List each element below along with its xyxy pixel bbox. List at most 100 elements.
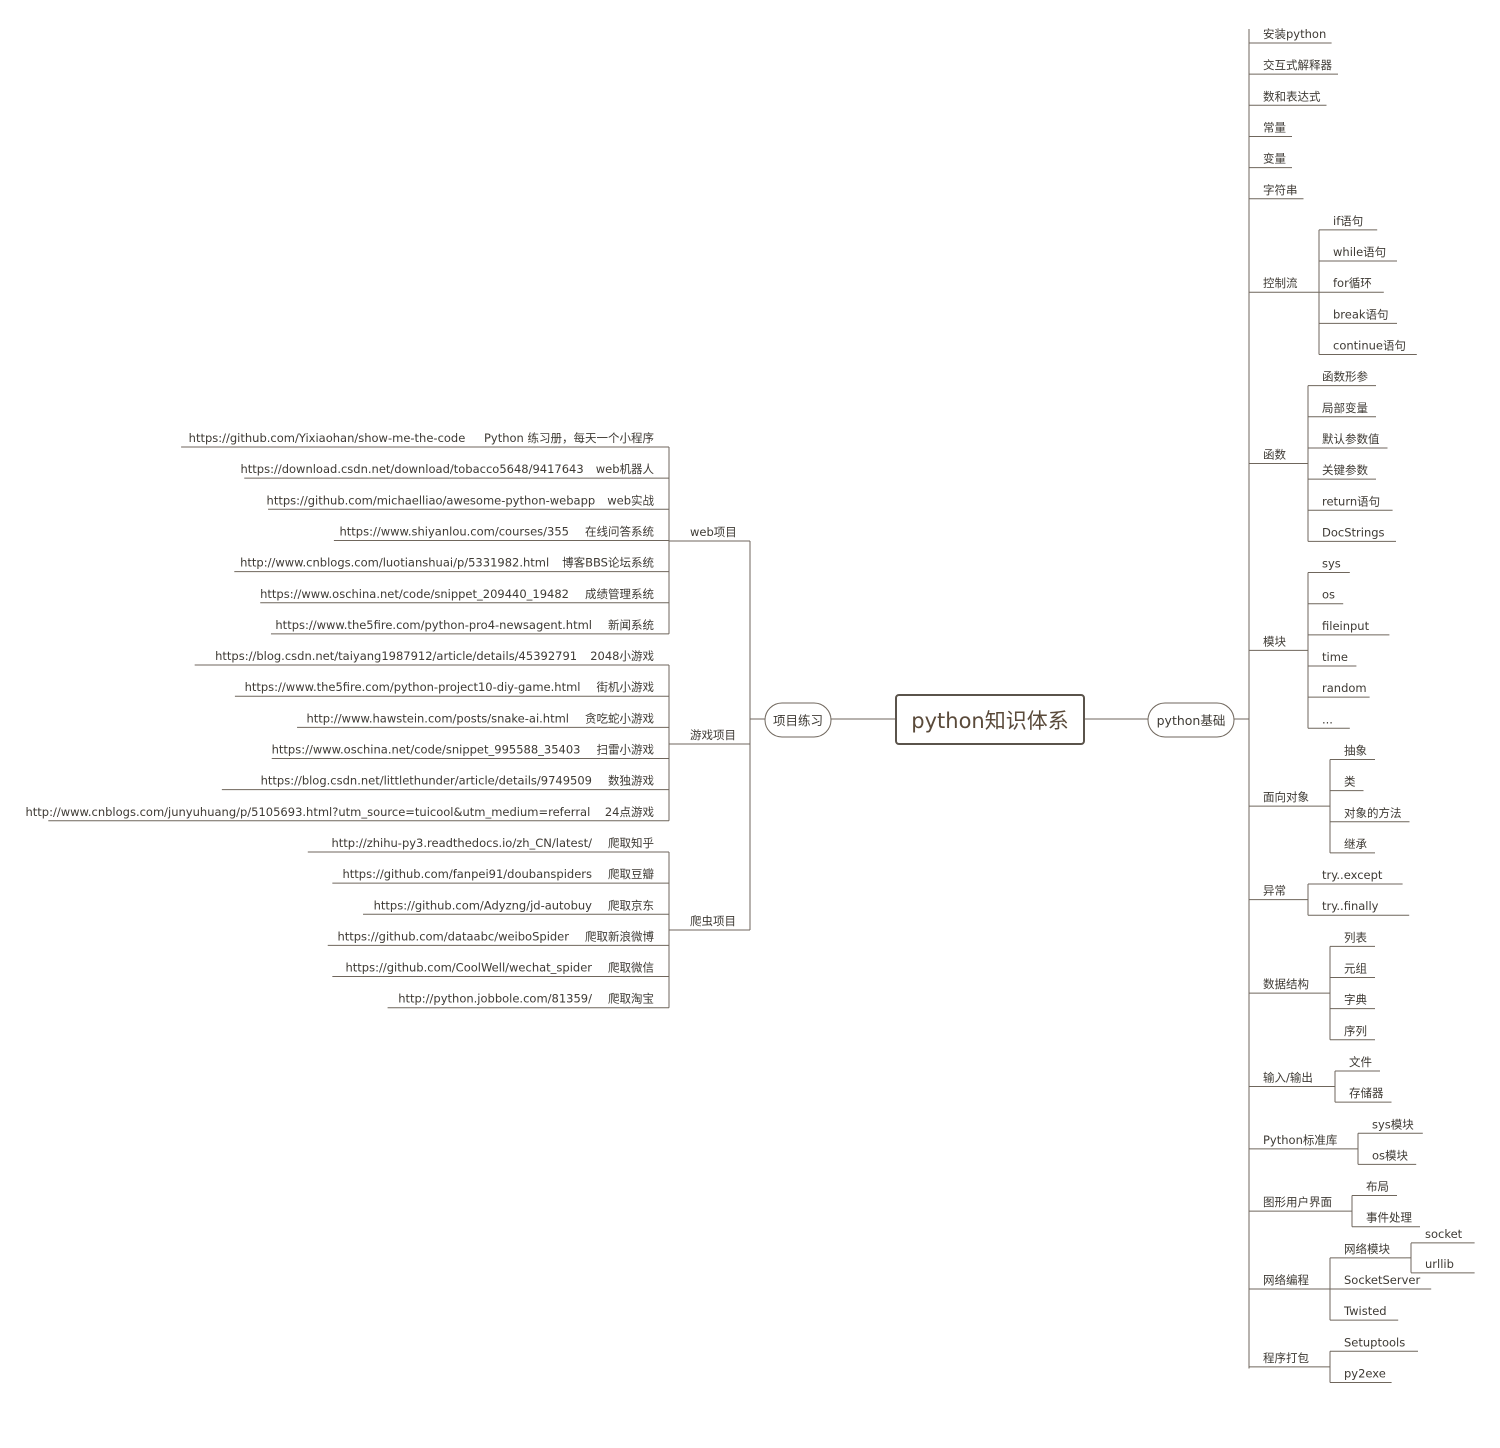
basics-subtopic[interactable]: if语句 xyxy=(1333,214,1363,228)
project-link[interactable]: https://blog.csdn.net/littlethunder/arti… xyxy=(261,774,592,788)
basics-subtopic[interactable]: 抽象 xyxy=(1344,743,1367,757)
basics-subtopic[interactable]: 序列 xyxy=(1344,1024,1367,1038)
basics-topic[interactable]: 控制流 xyxy=(1263,276,1298,290)
basics-subtopic[interactable]: continue语句 xyxy=(1333,339,1406,353)
project-link[interactable]: http://zhihu-py3.readthedocs.io/zh_CN/la… xyxy=(331,836,592,850)
project-name[interactable]: 爬取淘宝 xyxy=(608,992,654,1006)
basics-subtopic[interactable]: time xyxy=(1322,650,1348,664)
basics-subtopic[interactable]: sys xyxy=(1322,557,1341,571)
project-link[interactable]: https://blog.csdn.net/taiyang1987912/art… xyxy=(215,649,577,663)
basics-subtopic[interactable]: 继承 xyxy=(1344,837,1367,851)
project-name[interactable]: 贪吃蛇小游戏 xyxy=(585,711,654,725)
basics-subtopic[interactable]: SocketServer xyxy=(1344,1273,1420,1287)
project-link[interactable]: https://github.com/dataabc/weiboSpider xyxy=(337,929,569,943)
basics-topic[interactable]: 字符串 xyxy=(1263,183,1298,197)
project-link[interactable]: https://www.the5fire.com/python-project1… xyxy=(245,680,581,694)
basics-topic[interactable]: 数据结构 xyxy=(1263,977,1309,991)
basics-topic[interactable]: 数和表达式 xyxy=(1263,89,1321,103)
basics-subtopic[interactable]: 布局 xyxy=(1366,1180,1389,1194)
basics-subtopic[interactable]: break语句 xyxy=(1333,307,1389,321)
basics-subtopic[interactable]: 存储器 xyxy=(1349,1086,1384,1100)
project-link[interactable]: https://github.com/michaelliao/awesome-p… xyxy=(267,493,596,507)
basics-topic[interactable]: 安装python xyxy=(1263,27,1326,41)
project-name[interactable]: 成绩管理系统 xyxy=(585,587,654,601)
basics-topic[interactable]: 交互式解释器 xyxy=(1263,58,1332,72)
project-link[interactable]: https://www.shiyanlou.com/courses/355 xyxy=(339,524,569,538)
basics-subtopic[interactable]: fileinput xyxy=(1322,619,1370,633)
project-link[interactable]: http://www.cnblogs.com/junyuhuang/p/5105… xyxy=(25,805,590,819)
basics-topic[interactable]: Python标准库 xyxy=(1263,1133,1337,1147)
basics-subtopic[interactable]: 网络模块 xyxy=(1344,1242,1390,1256)
project-name[interactable]: web机器人 xyxy=(596,462,655,476)
project-link[interactable]: http://www.cnblogs.com/luotianshuai/p/53… xyxy=(240,556,549,570)
project-name[interactable]: 在线问答系统 xyxy=(585,524,654,538)
basics-topic[interactable]: 输入/输出 xyxy=(1263,1071,1313,1085)
basics-topic[interactable]: 图形用户界面 xyxy=(1263,1195,1332,1209)
basics-subtopic[interactable]: Setuptools xyxy=(1344,1335,1405,1349)
project-name[interactable]: 24点游戏 xyxy=(605,805,655,819)
project-name[interactable]: 新闻系统 xyxy=(608,618,654,632)
basics-subtopic[interactable]: Twisted xyxy=(1343,1304,1387,1318)
project-link[interactable]: https://github.com/Adyzng/jd-autobuy xyxy=(374,898,593,912)
project-name[interactable]: 爬取微信 xyxy=(608,961,654,975)
project-link[interactable]: https://github.com/Yixiaohan/show-me-the… xyxy=(189,431,466,445)
basics-subtopic[interactable]: 对象的方法 xyxy=(1344,806,1402,820)
basics-leaf[interactable]: urllib xyxy=(1425,1257,1454,1271)
project-group[interactable]: web项目 xyxy=(690,525,737,539)
basics-subtopic[interactable]: 关键参数 xyxy=(1322,463,1368,477)
basics-subtopic[interactable]: os xyxy=(1322,588,1335,602)
basics-subtopic[interactable]: 局部变量 xyxy=(1322,401,1368,415)
project-name[interactable]: 爬取京东 xyxy=(608,898,654,912)
basics-topic[interactable]: 程序打包 xyxy=(1263,1351,1309,1365)
basics-subtopic[interactable]: try..except xyxy=(1322,868,1383,882)
project-group[interactable]: 爬虫项目 xyxy=(690,914,736,928)
basics-subtopic[interactable]: 元组 xyxy=(1344,962,1367,976)
project-link[interactable]: http://www.hawstein.com/posts/snake-ai.h… xyxy=(306,711,569,725)
basics-subtopic[interactable]: sys模块 xyxy=(1372,1117,1414,1131)
basics-subtopic[interactable]: return语句 xyxy=(1322,494,1380,508)
project-link[interactable]: http://python.jobbole.com/81359/ xyxy=(398,992,592,1006)
branch-python-basics[interactable]: python基础 xyxy=(1147,702,1235,738)
project-name[interactable]: Python 练习册，每天一个小程序 xyxy=(484,431,654,445)
basics-subtopic[interactable]: ... xyxy=(1322,712,1333,726)
project-link[interactable]: https://www.oschina.net/code/snippet_995… xyxy=(272,743,581,757)
basics-subtopic[interactable]: 类 xyxy=(1344,775,1356,789)
project-name[interactable]: 数独游戏 xyxy=(608,774,654,788)
project-name[interactable]: 扫雷小游戏 xyxy=(597,743,655,757)
basics-subtopic[interactable]: 列表 xyxy=(1344,930,1367,944)
basics-subtopic[interactable]: random xyxy=(1322,681,1367,695)
basics-topic[interactable]: 异常 xyxy=(1263,884,1286,898)
project-group[interactable]: 游戏项目 xyxy=(690,728,736,742)
project-name[interactable]: 爬取豆瓣 xyxy=(608,867,654,881)
project-link[interactable]: https://www.the5fire.com/python-pro4-new… xyxy=(275,618,592,632)
basics-topic[interactable]: 常量 xyxy=(1263,120,1286,134)
project-name[interactable]: 街机小游戏 xyxy=(597,680,655,694)
basics-subtopic[interactable]: os模块 xyxy=(1372,1148,1409,1162)
project-name[interactable]: 2048小游戏 xyxy=(590,649,654,663)
basics-subtopic[interactable]: 事件处理 xyxy=(1366,1211,1412,1225)
project-link[interactable]: https://github.com/fanpei91/doubanspider… xyxy=(343,867,593,881)
project-name[interactable]: 博客BBS论坛系统 xyxy=(562,556,654,570)
branch-projects[interactable]: 项目练习 xyxy=(764,702,832,738)
basics-subtopic[interactable]: while语句 xyxy=(1333,245,1386,259)
basics-subtopic[interactable]: py2exe xyxy=(1344,1366,1386,1380)
project-link[interactable]: https://www.oschina.net/code/snippet_209… xyxy=(260,587,569,601)
basics-subtopic[interactable]: try..finally xyxy=(1322,899,1379,913)
basics-topic[interactable]: 模块 xyxy=(1263,634,1286,648)
project-name[interactable]: 爬取新浪微博 xyxy=(585,929,654,943)
basics-topic[interactable]: 网络编程 xyxy=(1263,1273,1309,1287)
basics-topic[interactable]: 面向对象 xyxy=(1263,790,1309,804)
project-link[interactable]: https://download.csdn.net/download/tobac… xyxy=(240,462,583,476)
root-node[interactable]: python知识体系 xyxy=(895,694,1085,745)
basics-leaf[interactable]: socket xyxy=(1425,1227,1463,1241)
basics-subtopic[interactable]: for循环 xyxy=(1333,276,1372,290)
basics-subtopic[interactable]: 文件 xyxy=(1349,1055,1372,1069)
basics-subtopic[interactable]: DocStrings xyxy=(1322,525,1385,539)
basics-subtopic[interactable]: 函数形参 xyxy=(1322,370,1368,384)
basics-subtopic[interactable]: 默认参数值 xyxy=(1322,432,1380,446)
project-name[interactable]: 爬取知乎 xyxy=(608,836,654,850)
basics-topic[interactable]: 函数 xyxy=(1263,448,1286,462)
project-link[interactable]: https://github.com/CoolWell/wechat_spide… xyxy=(345,961,592,975)
basics-topic[interactable]: 变量 xyxy=(1263,152,1286,166)
project-name[interactable]: web实战 xyxy=(607,493,654,507)
